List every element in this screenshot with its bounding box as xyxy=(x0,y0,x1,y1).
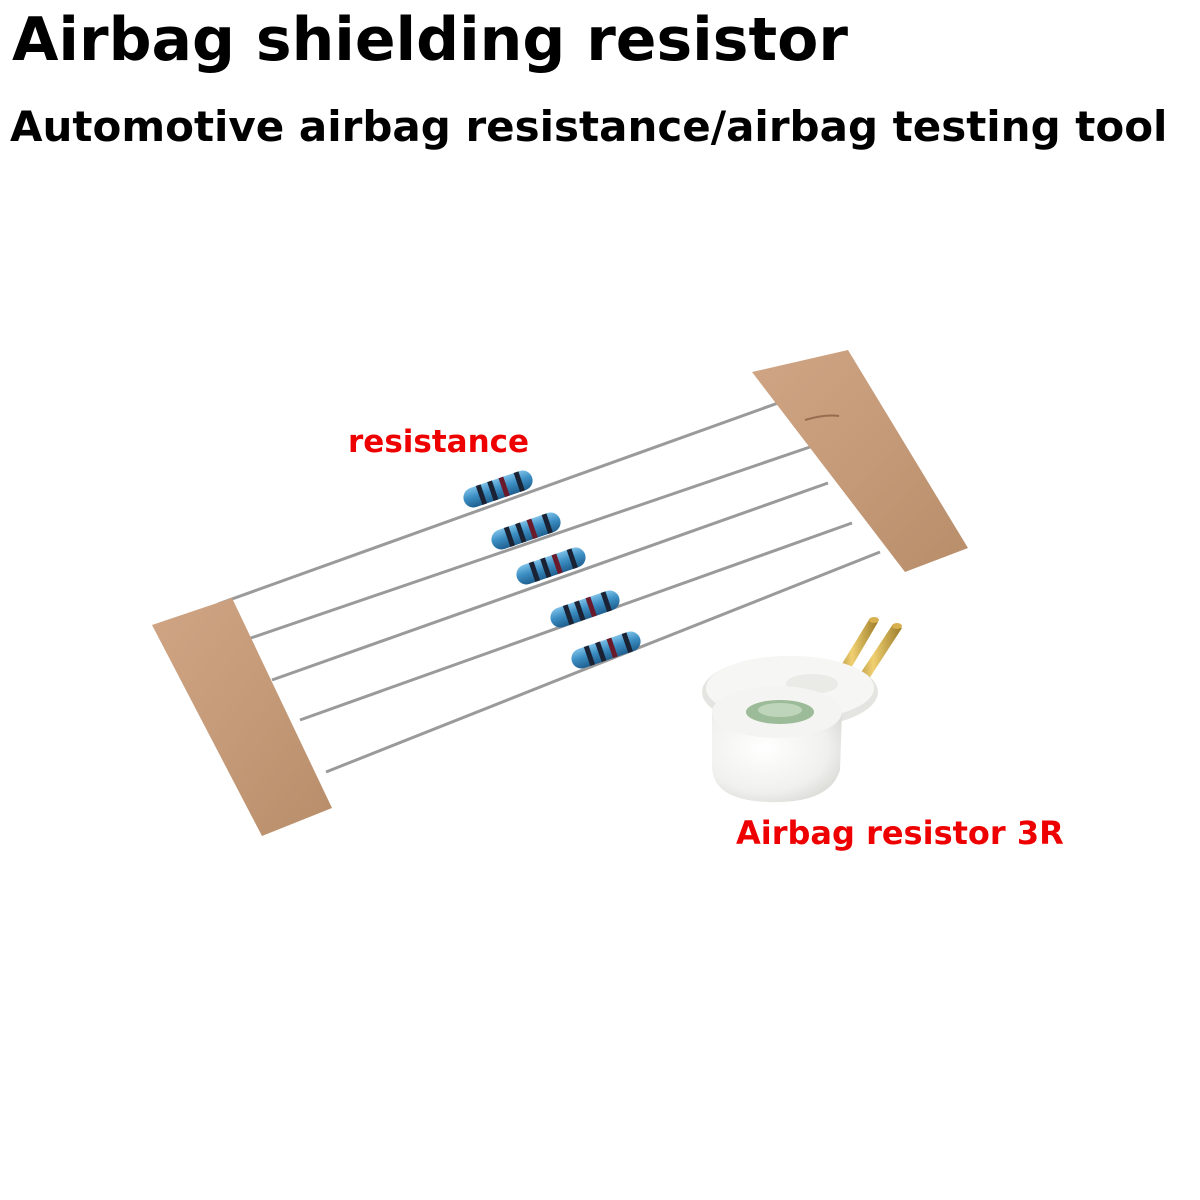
airbag-resistor-label: Airbag resistor 3R xyxy=(736,814,1064,852)
right-tape-strip xyxy=(752,350,968,572)
resistor-5 xyxy=(571,631,641,669)
page-subtitle: Automotive airbag resistance/airbag test… xyxy=(10,102,1168,151)
resistor-4 xyxy=(550,590,620,628)
resistance-label: resistance xyxy=(348,424,530,460)
page-title: Airbag shielding resistor xyxy=(12,5,848,75)
lead-wires xyxy=(217,396,881,774)
left-tape-strip xyxy=(152,598,332,836)
airbag-resistor-plug xyxy=(702,617,902,803)
resistor-3 xyxy=(516,547,586,585)
resistor-2 xyxy=(491,512,561,550)
resistor-1 xyxy=(463,470,533,508)
